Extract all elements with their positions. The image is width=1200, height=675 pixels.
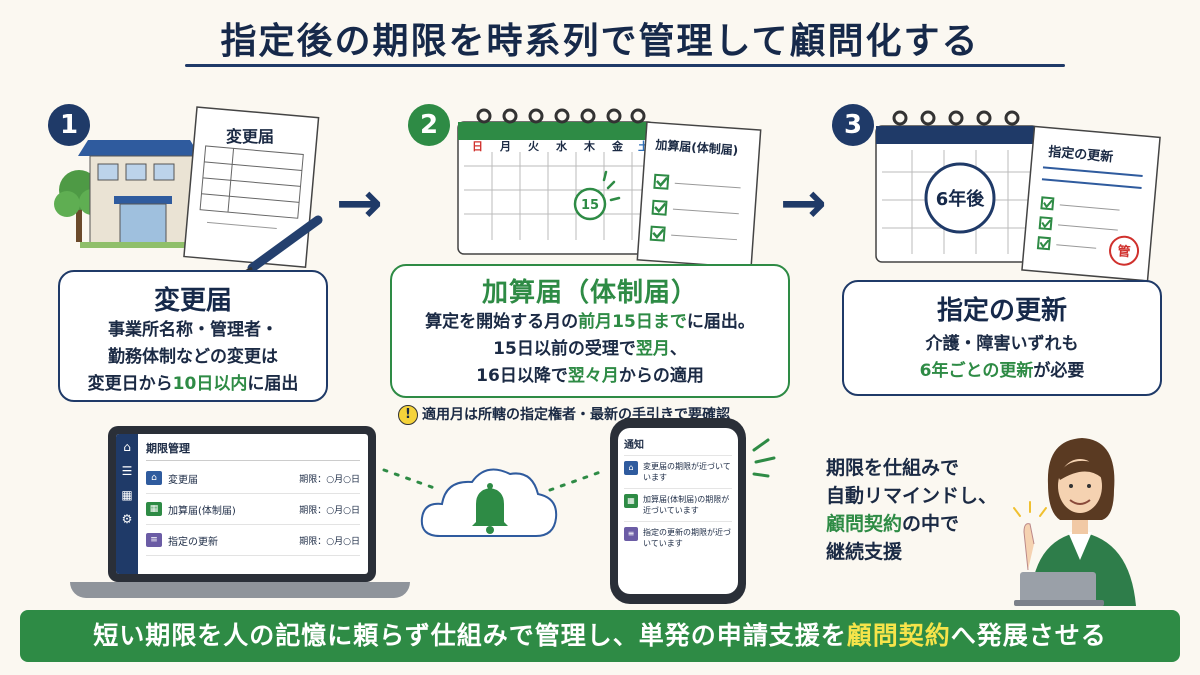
banner-text-pre: 短い期限を人の記憶に頼らず仕組みで管理し、単発の申請支援を [93, 621, 847, 650]
vibration-lines-icon [752, 438, 776, 478]
step-3-line-2: 6年ごとの更新が必要 [919, 361, 1085, 381]
warning-icon: ! [398, 405, 418, 425]
seal-stamp-icon: 管 [1117, 243, 1131, 260]
step-1-box: 変更届 事業所名称・管理者・ 勤務体制などの変更は 変更日から10日以内に届出 [58, 270, 328, 402]
step-2-line-3: 16日以降で翌々月からの適用 [476, 366, 704, 386]
list-icon[interactable]: ☰ [121, 464, 133, 478]
calendar-mark-15: 15 [581, 198, 599, 213]
step-2-doc-label: 加算届(体制届) [654, 137, 739, 158]
deadline-row-date: 期限：○月○日 [299, 474, 360, 485]
summary-banner: 短い期限を人の記憶に頼らず仕組みで管理し、単発の申請支援を顧問契約へ発展させる [20, 610, 1180, 662]
step-2-checklist-document-icon: 加算届(体制届) [636, 121, 762, 269]
step-2-box: 加算届（体制届） 算定を開始する月の前月15日までに届出。 15日以前の受理で翌… [390, 264, 790, 398]
laptop-sidebar: ⌂ ☰ ▦ ⚙ [116, 434, 138, 574]
bell-icon [472, 483, 508, 534]
laptop-base [70, 582, 410, 598]
step-2-badge: 2 [408, 104, 450, 146]
deadline-row-date: 期限：○月○日 [299, 536, 360, 547]
calendar-day-thu: 木 [583, 139, 596, 153]
reminder-message: 期限を仕組みで 自動リマインドし、 顧問契約の中で 継続支援 [826, 457, 998, 563]
calendar-day-tue: 火 [528, 140, 540, 153]
step-3-line-1: 介護・障害いずれも [925, 334, 1079, 354]
gear-icon[interactable]: ⚙ [121, 512, 133, 526]
notification-item[interactable]: ≡ 指定の更新の期限が近づいています [624, 521, 732, 554]
step-2-line-2: 15日以前の受理で翌月、 [493, 339, 687, 359]
cloud-notification-illustration [382, 468, 608, 537]
calendar-icon: ▦ [624, 494, 638, 508]
document-icon: ≡ [146, 533, 162, 547]
arrow-right-icon: → [336, 171, 383, 236]
document-icon: ≡ [624, 527, 638, 541]
step-1-title: 変更届 [153, 286, 232, 316]
laptop-screen: ⌂ ☰ ▦ ⚙ 期限管理 ⌂ 変更届 期限：○月○日 ▦ 加算届(体制届) 期限… [108, 426, 376, 582]
pen-icon [245, 215, 323, 270]
step-2-line-1: 算定を開始する月の前月15日までに届出。 [425, 312, 755, 332]
deadline-row[interactable]: ▦ 加算届(体制届) 期限：○月○日 [146, 494, 360, 525]
home-icon[interactable]: ⌂ [123, 440, 131, 454]
office-building-icon [78, 140, 210, 248]
step-3-doc-label: 指定の更新 [1048, 144, 1114, 166]
calendar-day-mon: 月 [499, 140, 511, 153]
deadline-row[interactable]: ⌂ 変更届 期限：○月○日 [146, 463, 360, 494]
calendar-mark-6-years: 6年後 [936, 188, 986, 210]
step-3-renewal-document-icon: 指定の更新 管 [1021, 125, 1161, 282]
step-1-doc-label: 変更届 [226, 127, 274, 146]
phone-notification-header: 通知 [624, 440, 644, 451]
deadline-row-label: 変更届 [168, 474, 198, 486]
calendar-icon[interactable]: ▦ [121, 488, 133, 502]
banner-highlight: 顧問契約 [846, 621, 951, 650]
laptop-header: 期限管理 [146, 440, 360, 461]
step-3-box: 指定の更新 介護・障害いずれも 6年ごとの更新が必要 [842, 280, 1162, 396]
building-icon: ⌂ [146, 471, 162, 485]
deadline-row-label: 指定の更新 [168, 536, 218, 548]
deadline-row-date: 期限：○月○日 [299, 505, 360, 516]
notification-item[interactable]: ⌂ 変更届の期限が近づいています [624, 455, 732, 488]
step-3-title: 指定の更新 [936, 296, 1067, 326]
calendar-day-sun: 日 [472, 140, 483, 153]
step-1-line-1: 事業所名称・管理者・ [108, 320, 278, 340]
step-1-illustration: 変更届 [54, 106, 323, 270]
notification-text: 変更届の期限が近づいています [643, 462, 731, 482]
change-notice-document-icon [183, 106, 320, 268]
notification-text: 加算届(体制届)の期限が近づいています [643, 495, 730, 515]
caution-note: !適用月は所轄の指定権者・最新の手引きで要確認 [398, 404, 818, 425]
calendar-icon: ▦ [146, 502, 162, 516]
banner-text-post: へ発展させる [950, 621, 1107, 650]
step-2-title: 加算届（体制届） [481, 278, 698, 308]
calendar-day-fri: 金 [611, 139, 624, 153]
deadline-row[interactable]: ≡ 指定の更新 期限：○月○日 [146, 525, 360, 556]
deadline-row-label: 加算届(体制届) [168, 505, 236, 517]
step-1-line-3: 変更日から10日以内に届出 [87, 374, 299, 394]
notification-item[interactable]: ▦ 加算届(体制届)の期限が近づいています [624, 488, 732, 521]
step-1-badge: 1 [48, 104, 90, 146]
smartphone: 通知 ⌂ 変更届の期限が近づいています ▦ 加算届(体制届)の期限が近づいていま… [610, 418, 746, 604]
calendar-day-sat: 土 [638, 139, 649, 153]
step-3-badge: 3 [832, 104, 874, 146]
building-icon: ⌂ [624, 461, 638, 475]
checkbox-icon [649, 173, 741, 242]
step-1-deadline-highlight: 10日以内 [172, 374, 248, 394]
notification-text: 指定の更新の期限が近づいています [643, 528, 731, 548]
calendar-day-wed: 水 [556, 139, 568, 153]
title-underline [185, 64, 1065, 67]
consultant-person-illustration [1013, 438, 1136, 606]
page-title: 指定後の期限を時系列で管理して顧問化する [220, 21, 980, 62]
arrow-right-icon: → [780, 171, 827, 236]
step-1-line-2: 勤務体制などの変更は [108, 347, 278, 367]
laptop-icon [1014, 572, 1104, 606]
step-2-calendar-icon: 日 月 火 水 木 金 土 15 [457, 108, 655, 255]
